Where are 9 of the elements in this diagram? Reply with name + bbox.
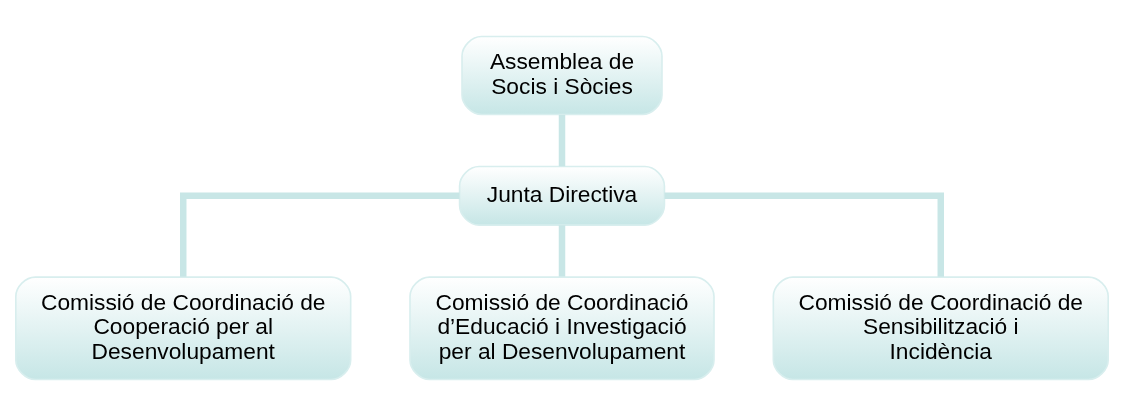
connector — [558, 114, 566, 167]
node-box: Comissió de Coordinació de Sensibilització i Incidència — [772, 276, 1109, 381]
connector — [664, 192, 944, 277]
node-box: Comissió de Coordinació d’Educació i Investigació per al Desenvolupament — [409, 276, 715, 381]
connector — [180, 192, 460, 277]
connector — [558, 225, 566, 277]
node-box: Comissió de Coordinació de Cooperació per al Desenvolupament — [15, 276, 352, 381]
node-box: Assemblea de Socis i Sòcies — [461, 35, 663, 116]
node-box: Junta Directiva — [458, 165, 666, 226]
